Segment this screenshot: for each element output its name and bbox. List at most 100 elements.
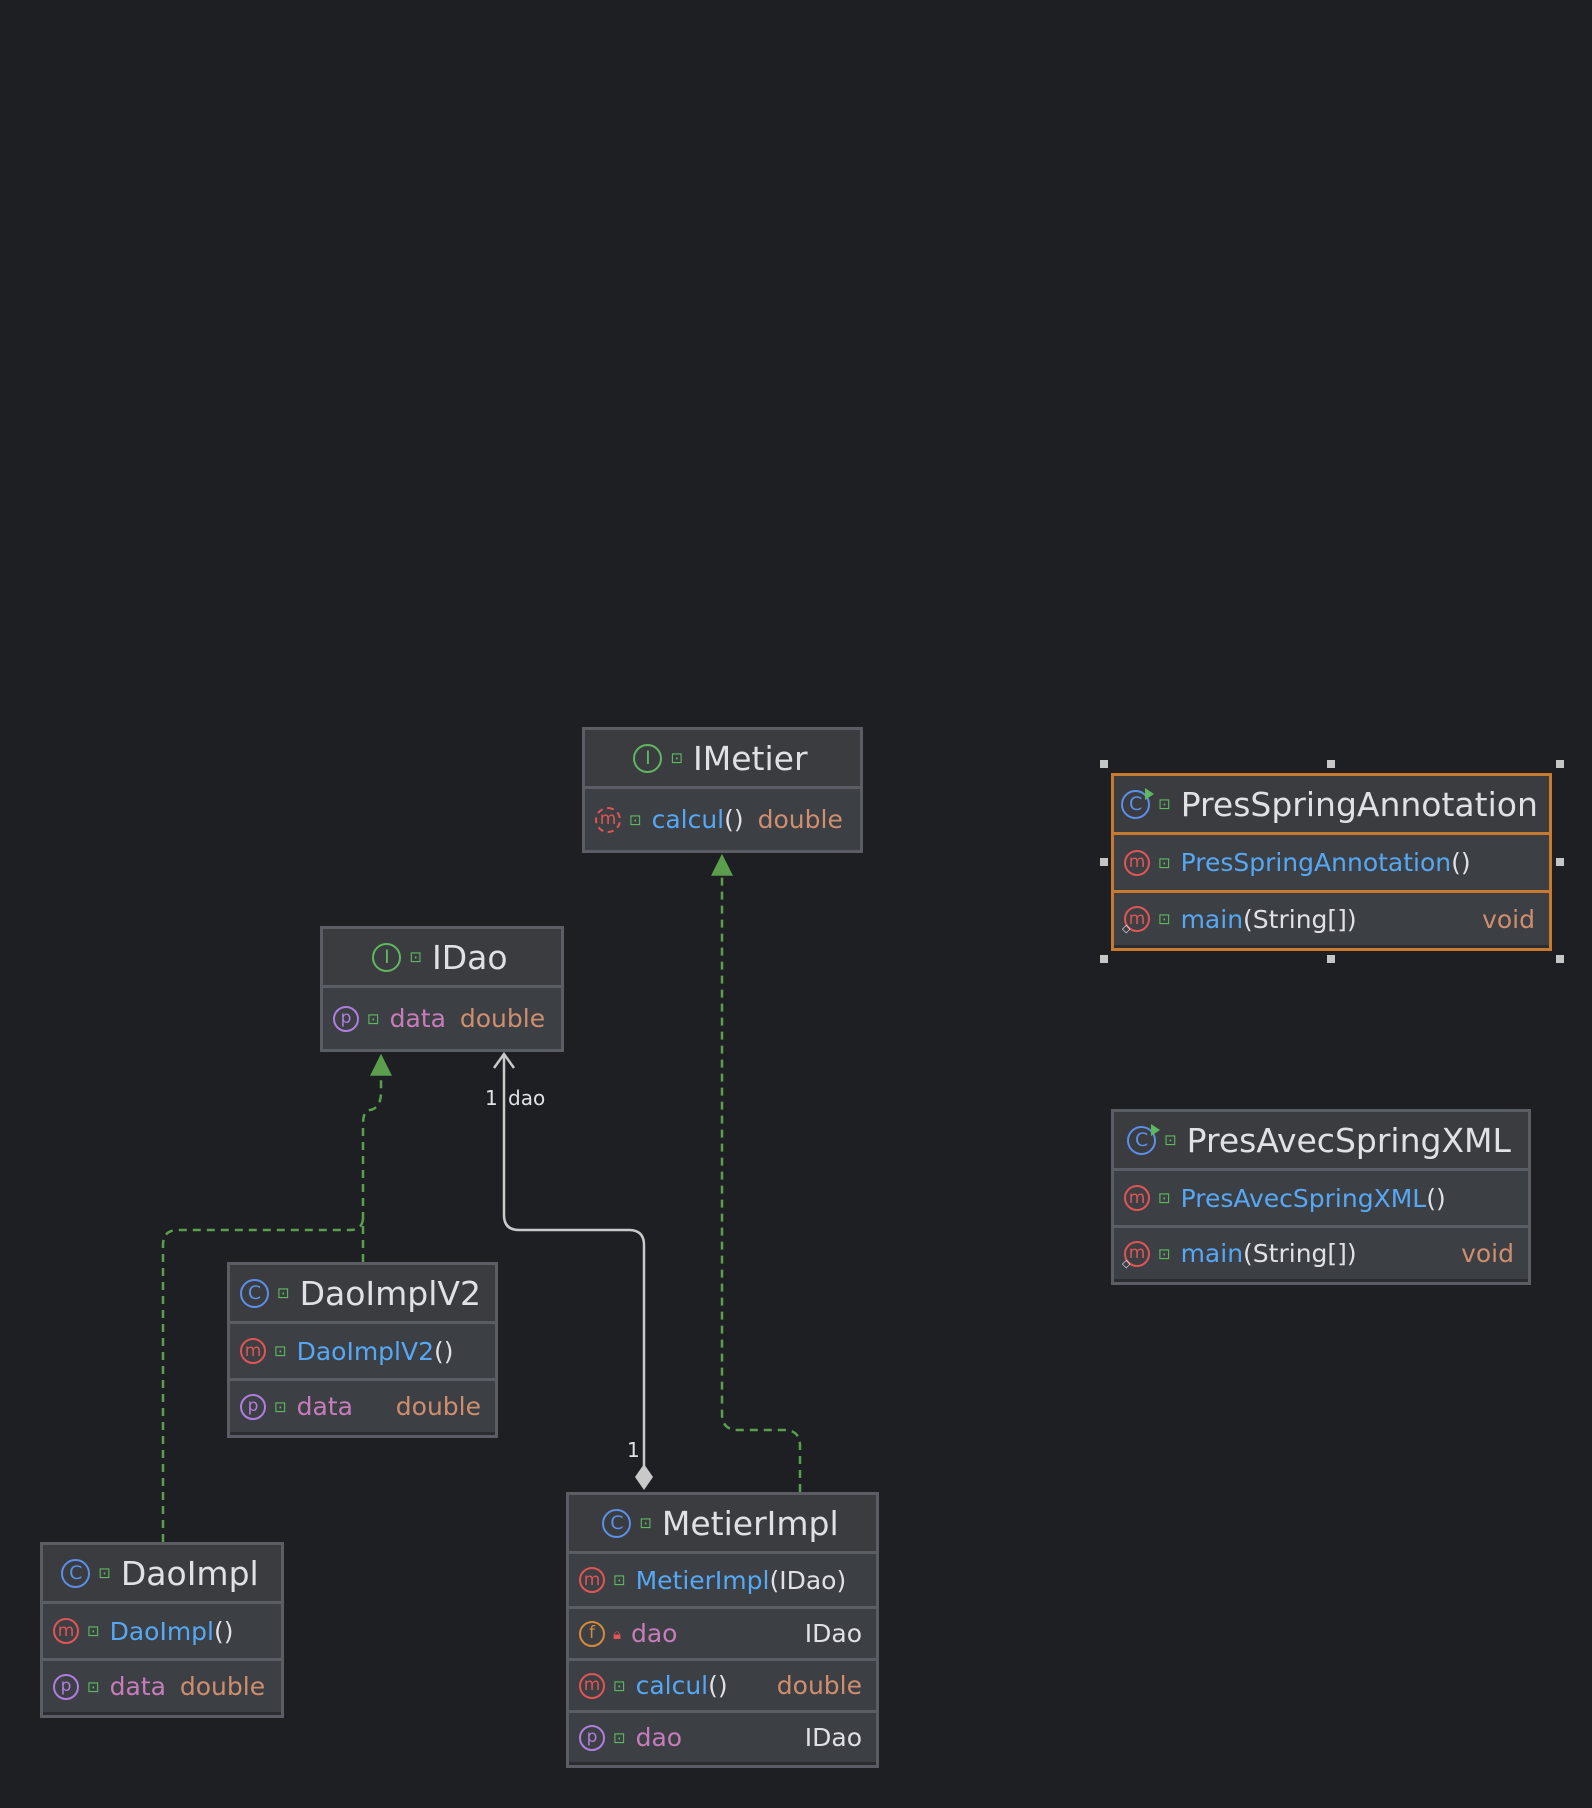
class-name: PresSpringAnnotation xyxy=(1180,784,1538,824)
public-icon: ⊡ xyxy=(409,948,422,966)
dao-source-multiplicity: 1 xyxy=(627,1438,640,1462)
member-type: double xyxy=(179,1672,266,1701)
class-name: IMetier xyxy=(693,738,808,778)
class-header[interactable]: C ⊡ PresAvecSpringXML xyxy=(1114,1112,1528,1171)
public-icon: ⊡ xyxy=(1158,1189,1171,1207)
member-row[interactable]: p ⊡ dao IDao xyxy=(569,1710,876,1762)
selection-handle[interactable] xyxy=(1100,955,1108,963)
member-row[interactable]: p ⊡ data double xyxy=(43,1658,281,1712)
member-type: double xyxy=(757,805,843,834)
class-box-metierimpl[interactable]: C ⊡ MetierImpl m ⊡ MetierImpl(IDao) f 🔒︎… xyxy=(566,1492,879,1768)
member-type: IDao xyxy=(804,1619,862,1648)
edge-metierimpl-idao-composition[interactable] xyxy=(502,1054,646,1478)
class-header[interactable]: C ⊡ DaoImplV2 xyxy=(230,1265,495,1324)
field-icon: f xyxy=(579,1620,605,1647)
member-type: double xyxy=(395,1392,481,1421)
dao-role-label: dao xyxy=(508,1086,546,1110)
member-row[interactable]: m ⊡ DaoImpl() xyxy=(43,1604,281,1658)
interface-icon: I xyxy=(372,942,402,972)
method-icon: m xyxy=(579,1672,605,1699)
run-icon xyxy=(1151,1123,1161,1136)
class-header[interactable]: C ⊡ MetierImpl xyxy=(569,1495,876,1554)
class-icon: C xyxy=(602,1508,632,1538)
class-box-presavecspringxml[interactable]: C ⊡ PresAvecSpringXML m ⊡ PresAvecSpring… xyxy=(1111,1109,1531,1285)
public-icon: ⊡ xyxy=(1158,795,1171,813)
class-name: IDao xyxy=(432,937,508,977)
member-row[interactable]: m ⊡ DaoImplV2() xyxy=(230,1324,495,1378)
edge-metierimpl-imetier[interactable] xyxy=(711,853,802,1492)
class-box-daoimplv2[interactable]: C ⊡ DaoImplV2 m ⊡ DaoImplV2() p ⊡ data d… xyxy=(227,1262,498,1438)
run-icon xyxy=(1145,787,1155,800)
member-row[interactable]: p ⊡ data double xyxy=(323,988,561,1049)
selection-handle[interactable] xyxy=(1556,955,1564,963)
member-type: void xyxy=(1482,904,1535,934)
member-params: (IDao) xyxy=(769,1565,847,1595)
member-name: dao xyxy=(635,1723,683,1752)
member-type: IDao xyxy=(804,1723,862,1752)
dao-target-multiplicity: 1 xyxy=(485,1086,498,1110)
class-box-imetier[interactable]: I ⊡ IMetier m ⊡ calcul() double xyxy=(582,727,863,853)
public-icon: ⊡ xyxy=(613,1676,626,1695)
member-name: DaoImpl xyxy=(109,1616,214,1646)
member-row[interactable]: p ⊡ data double xyxy=(230,1378,495,1432)
public-icon: ⊡ xyxy=(98,1564,111,1582)
static-marker-icon: ◇ xyxy=(1122,922,1131,935)
class-name: DaoImpl xyxy=(120,1553,259,1593)
member-row[interactable]: f 🔒︎ dao IDao xyxy=(569,1606,876,1658)
member-params: () xyxy=(708,1671,728,1700)
class-name: MetierImpl xyxy=(661,1503,839,1543)
public-icon: ⊡ xyxy=(274,1342,287,1360)
public-icon: ⊡ xyxy=(613,1728,626,1747)
member-name: main xyxy=(1180,904,1244,934)
member-name: data xyxy=(296,1392,353,1421)
member-row[interactable]: m ⊡ MetierImpl(IDao) xyxy=(569,1554,876,1606)
member-row[interactable]: m ⊡ PresAvecSpringXML() xyxy=(1114,1171,1528,1225)
private-lock-icon: 🔒︎ xyxy=(613,1624,621,1643)
member-row[interactable]: m ⊡ PresSpringAnnotation() xyxy=(1114,835,1549,890)
member-name: DaoImplV2 xyxy=(296,1336,434,1366)
main-class-icon: C xyxy=(1127,1123,1161,1155)
class-box-presspringannotation[interactable]: C ⊡ PresSpringAnnotation m ⊡ PresSpringA… xyxy=(1111,773,1552,951)
composition-diamond xyxy=(635,1464,653,1490)
class-header[interactable]: C ⊡ PresSpringAnnotation xyxy=(1114,776,1549,835)
member-name: dao xyxy=(630,1619,678,1648)
public-icon: ⊡ xyxy=(274,1397,287,1416)
selection-handle[interactable] xyxy=(1556,760,1564,768)
member-name: data xyxy=(109,1672,166,1701)
method-icon: m xyxy=(579,1567,605,1593)
selection-handle[interactable] xyxy=(1556,858,1564,866)
class-header[interactable]: C ⊡ DaoImpl xyxy=(43,1545,281,1604)
selection-handle[interactable] xyxy=(1100,858,1108,866)
public-icon: ⊡ xyxy=(613,1571,626,1589)
member-row[interactable]: m◇ ⊡ main(String[]) void xyxy=(1114,890,1549,945)
member-row[interactable]: m ⊡ calcul() double xyxy=(585,789,860,850)
class-box-daoimpl[interactable]: C ⊡ DaoImpl m ⊡ DaoImpl() p ⊡ data doubl… xyxy=(40,1542,284,1718)
public-icon: ⊡ xyxy=(670,749,684,767)
public-icon: ⊡ xyxy=(1158,853,1171,872)
member-type: double xyxy=(459,1004,546,1033)
member-params: () xyxy=(434,1336,454,1366)
member-row[interactable]: m◇ ⊡ main(String[]) void xyxy=(1114,1225,1528,1279)
member-name: MetierImpl xyxy=(635,1565,770,1595)
class-box-idao[interactable]: I ⊡ IDao p ⊡ data double xyxy=(320,926,564,1052)
class-header[interactable]: I ⊡ IMetier xyxy=(585,730,860,789)
member-params: (String[]) xyxy=(1243,904,1357,934)
selection-handle[interactable] xyxy=(1100,760,1108,768)
property-icon: p xyxy=(579,1724,605,1751)
member-name: calcul xyxy=(635,1671,709,1700)
edge-daoimplv2-idao[interactable] xyxy=(361,1053,392,1262)
public-icon: ⊡ xyxy=(1158,910,1171,928)
public-icon: ⊡ xyxy=(1164,1131,1177,1149)
class-name: PresAvecSpringXML xyxy=(1186,1120,1511,1160)
method-icon: m xyxy=(1124,1185,1150,1211)
selection-handle[interactable] xyxy=(1327,955,1335,963)
class-icon: C xyxy=(240,1278,270,1308)
public-icon: ⊡ xyxy=(639,1514,652,1532)
class-header[interactable]: I ⊡ IDao xyxy=(323,929,561,988)
public-icon: ⊡ xyxy=(629,810,642,829)
property-icon: p xyxy=(240,1393,266,1420)
main-class-icon: C xyxy=(1121,787,1155,819)
member-name: PresSpringAnnotation xyxy=(1180,848,1452,877)
selection-handle[interactable] xyxy=(1327,760,1335,768)
member-row[interactable]: m ⊡ calcul() double xyxy=(569,1658,876,1710)
